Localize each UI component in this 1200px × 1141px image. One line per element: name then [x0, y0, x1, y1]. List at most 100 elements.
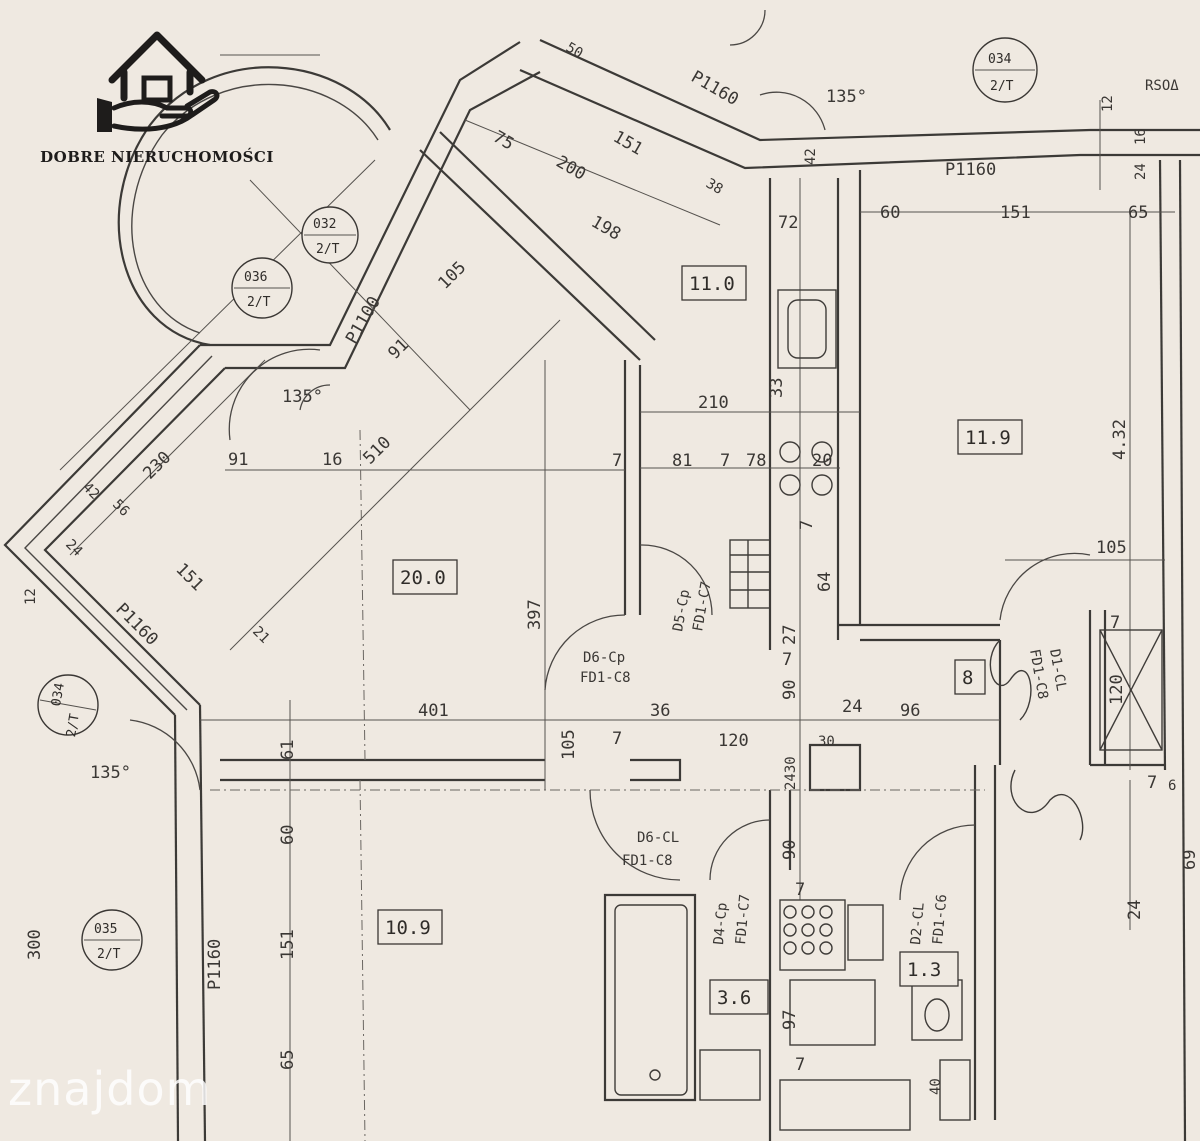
dim-label: 72	[778, 213, 798, 233]
dim-label: 24	[1133, 163, 1149, 180]
room-area-label: 1.3	[907, 959, 941, 981]
dim-label: 7	[1110, 613, 1120, 633]
door-code: D4-Cp	[711, 902, 731, 945]
svg-text:2/T: 2/T	[316, 242, 340, 257]
dim-label: 50	[563, 40, 586, 62]
door-code: D2-CL	[908, 902, 928, 945]
angle-label: 135°	[90, 763, 131, 783]
dim-label: 81	[672, 451, 692, 471]
axis-lines	[210, 429, 985, 1141]
dim-label: 65	[1128, 203, 1148, 223]
window-label: P1160	[945, 160, 996, 180]
angle-label: 135°	[826, 87, 867, 107]
dim-label: 56	[109, 497, 132, 520]
wardrobe-fixture	[1099, 629, 1163, 751]
dim-label: 7	[1147, 773, 1157, 793]
watermark-text: znajdom	[8, 1062, 212, 1116]
dim-label: 2430	[783, 756, 799, 790]
door-code: D5-Cp	[670, 588, 693, 632]
dim-label: 151	[1000, 203, 1031, 223]
dim-label: 105	[434, 258, 470, 294]
dim-label: 7	[612, 451, 622, 471]
dim-label: 42	[803, 148, 819, 165]
window-labels: P1160 P1160 P1160 P1160 P1100	[111, 67, 996, 990]
dim-label: 64	[815, 572, 835, 592]
dim-label: 36	[650, 701, 670, 721]
detail-tag-034-left: 034 2/T	[37, 674, 99, 738]
rso-mark: RSOΔ	[1145, 78, 1179, 94]
svg-text:2/T: 2/T	[247, 295, 271, 310]
window-label: P1100	[342, 293, 385, 347]
kitchen-fixtures	[729, 289, 837, 609]
dim-label: 24	[62, 537, 85, 560]
interior-walls	[220, 159, 1187, 1141]
dim-label: 6	[1168, 778, 1176, 794]
dim-label: 16	[1133, 128, 1149, 145]
room-area-label: 20.0	[400, 567, 446, 589]
door-code: FD1-C8	[1026, 648, 1051, 701]
dim-label: 61	[278, 740, 298, 760]
dim-label: 24	[1125, 900, 1145, 920]
room-area-label: 3.6	[717, 987, 751, 1009]
room-area-label: 11.0	[689, 273, 735, 295]
dim-label: 401	[418, 701, 449, 721]
company-name: DOBRE NIERUCHOMOŚCI	[40, 148, 274, 166]
door-code: D6-Cp	[583, 650, 625, 666]
dim-label: 105	[559, 729, 579, 760]
dim-label: 96	[900, 701, 920, 721]
svg-text:034: 034	[49, 682, 68, 708]
dim-label: 60	[278, 825, 298, 845]
svg-text:2/T: 2/T	[64, 712, 83, 738]
house-hand-icon	[97, 31, 220, 132]
exterior-walls	[3, 38, 1200, 1141]
dim-label: 151	[278, 929, 298, 960]
pencil-scribble	[989, 639, 1084, 841]
room-bathroom: 3.6	[709, 979, 769, 1015]
dim-label: 38	[703, 176, 726, 198]
dim-label: 230	[139, 448, 175, 484]
svg-text:032: 032	[313, 217, 336, 232]
dim-label: 7	[795, 1055, 805, 1075]
dim-label: 510	[359, 433, 395, 469]
door-code: D1-CL	[1046, 648, 1069, 692]
dim-label: 120	[718, 731, 749, 751]
svg-text:035: 035	[94, 922, 117, 937]
dim-label: 27	[780, 625, 800, 645]
dim-label: 198	[588, 212, 625, 245]
door-code: FD1-C8	[622, 853, 673, 869]
bathroom-fixtures	[614, 899, 971, 1131]
dim-label: 91	[228, 450, 248, 470]
door-code: FD1-C7	[733, 894, 753, 946]
dim-label: 65	[278, 1050, 298, 1070]
dim-label: 210	[698, 393, 729, 413]
dim-label: 7	[782, 650, 792, 670]
dim-label: 7	[795, 880, 805, 900]
dim-label: 397	[525, 599, 545, 630]
dim-label: 78	[746, 451, 766, 471]
dim-label: 90	[780, 840, 800, 860]
room-area-label: 10.9	[385, 917, 431, 939]
room-living: 20.0	[392, 559, 458, 595]
room-bottom-left: 10.9	[377, 909, 443, 945]
room-area-label: 11.9	[965, 427, 1011, 449]
angle-label: 135°	[282, 387, 323, 407]
dim-label: 151	[171, 559, 207, 595]
dim-label: 12	[1100, 95, 1116, 112]
window-label: P1160	[688, 67, 742, 110]
dim-label: 33	[767, 378, 787, 398]
dim-label: 69	[1180, 850, 1200, 870]
dim-label: 7	[612, 729, 622, 749]
dim-label: 105	[1096, 538, 1127, 558]
dim-label: 7	[797, 520, 817, 530]
dim-label: 16	[322, 450, 342, 470]
dim-label: 300	[25, 929, 45, 960]
dimension-labels: 210 81 7 78 7 20 33 397 510 230 91 16 42…	[23, 40, 1200, 1095]
room-top: 11.0	[681, 265, 747, 301]
svg-text:2/T: 2/T	[990, 79, 1014, 94]
window-label: P1160	[205, 939, 225, 990]
dim-label: 91	[384, 335, 413, 364]
dim-label: 90	[780, 680, 800, 700]
detail-tag-034-top: 034 2/T	[972, 37, 1038, 103]
room-corridor: 8	[954, 659, 986, 695]
